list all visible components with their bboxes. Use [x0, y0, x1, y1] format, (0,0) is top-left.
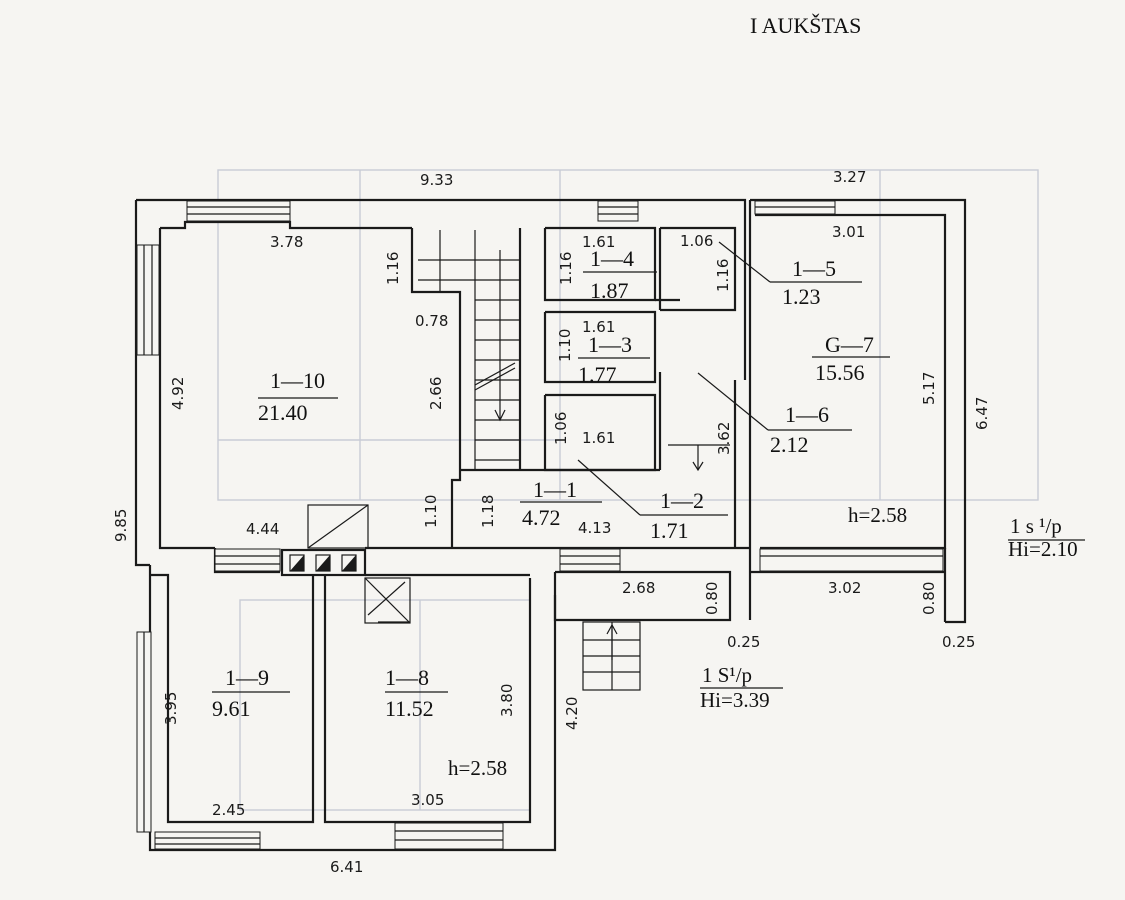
window-top-middle [597, 200, 639, 222]
dim-r8-width: 3.05 [411, 791, 444, 809]
dim-top-total: 9.33 [420, 171, 453, 189]
dim-r2-height: 1.06 [552, 412, 570, 445]
chimney-block [280, 504, 411, 624]
dim-r9-height: 3.95 [162, 692, 180, 725]
dim-r2-width: 1.61 [582, 429, 615, 447]
window-bottom-right [394, 822, 504, 850]
dim-vestibule-offset: 0.25 [727, 633, 760, 651]
outer-walls [134, 198, 967, 852]
dim-r3-height: 1.10 [556, 329, 574, 362]
dim-top-right: 3.27 [833, 168, 866, 186]
dim-r4-height: 1.16 [557, 252, 575, 285]
dim-g7-width: 3.01 [832, 223, 865, 241]
room-g-7-area: 15.56 [815, 360, 865, 385]
dim-stair-upper: 1.16 [384, 252, 402, 285]
room-1-10-area: 21.40 [258, 400, 308, 425]
room-1-10-id: 1—10 [270, 368, 325, 393]
room-labels: 1—10 21.40 1—4 1.87 1—3 1.77 1—5 1.23 1—… [212, 246, 874, 721]
room-1-9-id: 1—9 [225, 665, 269, 690]
room-1-4-area: 1.87 [590, 278, 629, 303]
dim-stair-step: 0.78 [415, 312, 448, 330]
room-1-5-area: 1.23 [782, 284, 821, 309]
dim-hall-height: 1.18 [479, 495, 497, 528]
dim-r3-width: 1.61 [582, 318, 615, 336]
dim-r5-height: 1.16 [714, 259, 732, 292]
room-1-3-id: 1—3 [588, 332, 632, 357]
dim-hall-width-right: 4.13 [578, 519, 611, 537]
window-left-upper [136, 244, 160, 356]
notes: h=2.58 h=2.58 1 s ¹/p Hi=2.10 1 S¹/p Hi=… [448, 503, 1078, 780]
dim-g7-offset: 0.25 [942, 633, 975, 651]
room-1-8-id: 1—8 [385, 665, 429, 690]
level-1S-label: 1 S¹/p [702, 663, 752, 687]
dim-vestibule-width: 2.68 [622, 579, 655, 597]
dim-vestibule-depth: 0.80 [703, 582, 721, 615]
dim-g7-bottom: 3.02 [828, 579, 861, 597]
dim-r9-width: 2.45 [212, 801, 245, 819]
room-1-4-id: 1—4 [590, 246, 634, 271]
room-1-6-id: 1—6 [785, 402, 829, 427]
internal-walls [460, 226, 737, 548]
room-1-5-id: 1—5 [792, 256, 836, 281]
room-1-3-area: 1.77 [578, 362, 617, 387]
window-hall-right [559, 548, 621, 572]
level-1S-hi: Hi=3.39 [700, 688, 770, 712]
dim-r10-height: 4.92 [169, 377, 187, 410]
dim-g7-wall: 0.80 [920, 582, 938, 615]
window-bottom-left [154, 831, 261, 850]
dim-r8-height: 3.80 [498, 684, 516, 717]
dim-r4-width: 1.61 [582, 233, 615, 251]
room-1-9-area: 9.61 [212, 696, 251, 721]
level-1s-hi: Hi=2.10 [1008, 537, 1078, 561]
room-1-1-area: 4.72 [522, 505, 561, 530]
level-1s-label: 1 s ¹/p [1010, 514, 1062, 538]
dim-g7-height: 5.17 [920, 372, 938, 405]
floor-title: I AUKŠTAS [750, 13, 861, 38]
dim-bottom-total: 6.41 [330, 858, 363, 876]
windows [136, 200, 944, 850]
ceiling-height-lower: h=2.58 [448, 756, 507, 780]
dim-r5-width: 1.06 [680, 232, 713, 250]
room-g-7-id: G—7 [825, 332, 874, 357]
window-hall-left [214, 548, 281, 572]
dim-r6-height: 3.62 [715, 422, 733, 455]
room-1-1-id: 1—1 [533, 477, 577, 502]
dim-right-total: 6.47 [973, 397, 991, 430]
ceiling-height-upper: h=2.58 [848, 503, 907, 527]
dim-r10-width: 3.78 [270, 233, 303, 251]
dim-extension-height: 4.20 [563, 697, 581, 730]
room-1-2-area: 1.71 [650, 518, 689, 543]
leader-lines [212, 241, 1085, 693]
room-1-2-id: 1—2 [660, 488, 704, 513]
window-garage-bottom [759, 548, 944, 572]
dim-stair-height: 2.66 [427, 377, 445, 410]
dim-hall-width-left: 4.44 [246, 520, 279, 538]
dimension-labels: 9.33 3.27 3.78 4.92 1.16 0.78 2.66 1.10 … [112, 168, 991, 876]
dim-stair-lower: 1.10 [422, 495, 440, 528]
room-1-8-area: 11.52 [385, 696, 434, 721]
dim-left-total: 9.85 [112, 509, 130, 542]
room-1-6-area: 2.12 [770, 432, 809, 457]
window-top-left [186, 200, 291, 222]
staircase [418, 230, 730, 691]
